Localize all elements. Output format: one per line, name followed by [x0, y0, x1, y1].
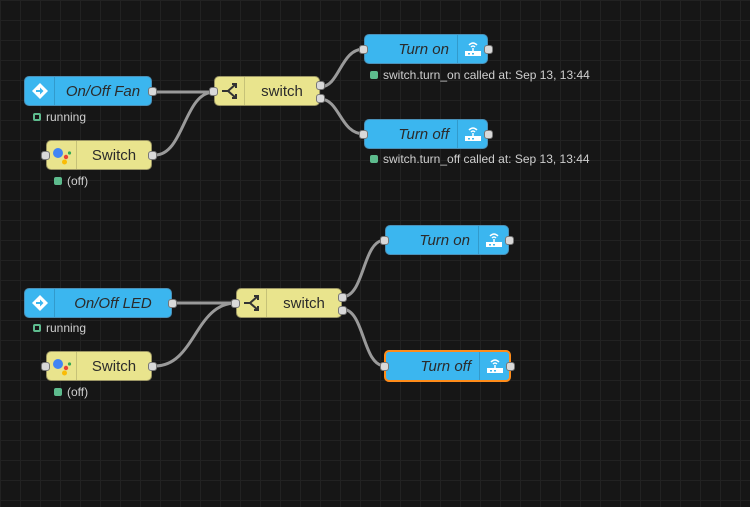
- status-text: (off): [67, 385, 89, 399]
- output-port[interactable]: [505, 236, 514, 245]
- status-text: switch.turn_off called at: Sep 13, 13:44: [383, 152, 590, 166]
- status-off: (off): [54, 174, 88, 188]
- output-port[interactable]: [168, 299, 177, 308]
- status-turn-off-called: switch.turn_off called at: Sep 13, 13:44: [370, 152, 590, 166]
- wire-switch2-to-switch: [154, 301, 237, 368]
- input-port[interactable]: [41, 362, 50, 371]
- wire-switch-to-turn-on: [319, 47, 365, 89]
- input-port[interactable]: [359, 130, 368, 139]
- status-dot-icon: [370, 71, 378, 79]
- router-icon: [478, 226, 508, 254]
- status-turn-on-called: switch.turn_on called at: Sep 13, 13:44: [370, 68, 590, 82]
- status-off: (off): [54, 385, 88, 399]
- status-text: switch.turn_on called at: Sep 13, 13:44: [383, 68, 590, 82]
- input-port[interactable]: [41, 151, 50, 160]
- status-running: running: [33, 110, 86, 124]
- input-port[interactable]: [209, 87, 218, 96]
- status-ring-icon: [33, 113, 41, 121]
- router-icon: [479, 352, 509, 380]
- status-text: running: [46, 110, 87, 124]
- google-assistant-icon: [47, 352, 77, 380]
- turn-off-node[interactable]: Turn off: [359, 119, 493, 149]
- switch-node[interactable]: switch: [209, 76, 325, 106]
- turn-on-node[interactable]: Turn on: [380, 225, 514, 255]
- input-arrow-icon: [25, 289, 55, 317]
- status-running: running: [33, 321, 86, 335]
- node-label: Turn on: [419, 231, 470, 249]
- router-icon: [457, 120, 487, 148]
- input-port[interactable]: [231, 299, 240, 308]
- node-label: On/Off LED: [74, 294, 152, 312]
- google-assistant-icon: [47, 141, 77, 169]
- output-port[interactable]: [148, 151, 157, 160]
- router-icon: [457, 35, 487, 63]
- input-port[interactable]: [380, 236, 389, 245]
- wire-switch-to-turn-off-2: [341, 307, 386, 368]
- node-label: switch: [283, 294, 325, 312]
- switch-node[interactable]: switch: [231, 288, 347, 318]
- input-arrow-icon: [25, 77, 55, 105]
- input-port[interactable]: [380, 362, 389, 371]
- output-port-2[interactable]: [338, 306, 347, 315]
- node-label: switch: [261, 82, 303, 100]
- output-port[interactable]: [484, 130, 493, 139]
- output-port-2[interactable]: [316, 94, 325, 103]
- node-label: Switch: [91, 357, 137, 375]
- turn-off-node-selected[interactable]: Turn off: [380, 350, 515, 382]
- switch-split-icon: [215, 77, 245, 105]
- assistant-switch-node[interactable]: Switch: [41, 140, 157, 170]
- node-label: Turn off: [398, 125, 449, 143]
- turn-on-node[interactable]: Turn on: [359, 34, 493, 64]
- assistant-switch-node[interactable]: Switch: [41, 351, 157, 381]
- status-text: (off): [67, 174, 89, 188]
- status-ring-icon: [33, 324, 41, 332]
- output-port-1[interactable]: [316, 81, 325, 90]
- node-label: Switch: [91, 146, 137, 164]
- status-dot-icon: [54, 177, 62, 185]
- input-port[interactable]: [359, 45, 368, 54]
- wire-switch-to-turn-on-2: [341, 238, 386, 299]
- status-text: running: [46, 321, 87, 335]
- output-port[interactable]: [506, 362, 515, 371]
- input-node-on-off-led[interactable]: On/Off LED: [24, 288, 177, 318]
- node-label: Turn off: [420, 357, 471, 375]
- output-port-1[interactable]: [338, 293, 347, 302]
- node-label: On/Off Fan: [65, 82, 141, 100]
- status-dot-icon: [370, 155, 378, 163]
- wire-switch-to-turn-off: [319, 97, 365, 136]
- input-node-on-off-fan[interactable]: On/Off Fan: [24, 76, 157, 106]
- output-port[interactable]: [148, 362, 157, 371]
- node-label: Turn on: [398, 40, 449, 58]
- wire-switch1-to-switch: [154, 90, 215, 157]
- switch-split-icon: [237, 289, 267, 317]
- output-port[interactable]: [484, 45, 493, 54]
- status-dot-icon: [54, 388, 62, 396]
- output-port[interactable]: [148, 87, 157, 96]
